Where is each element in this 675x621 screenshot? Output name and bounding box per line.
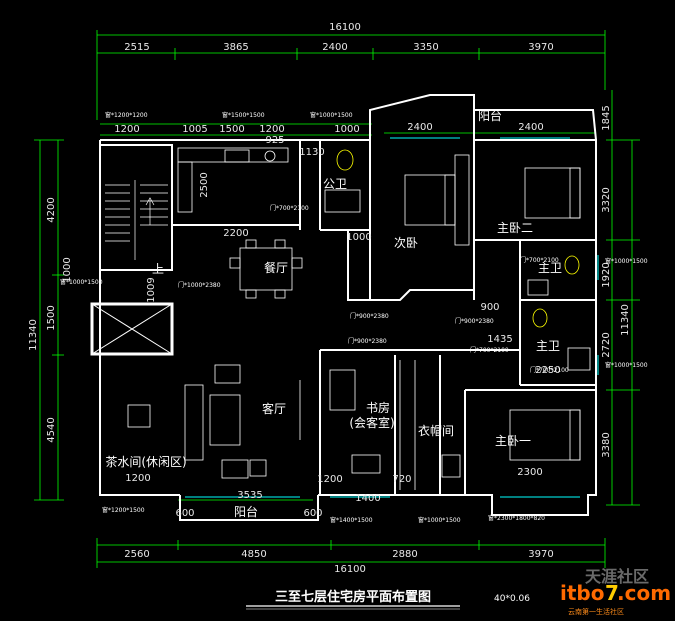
dim-int-10: 900 [480, 302, 499, 313]
room-master-bedroom-1: 主卧一 [495, 434, 531, 448]
dim-int-12: 2250 [535, 365, 560, 376]
dim-top-inner-2: 2400 [518, 122, 543, 133]
note-d-1000x2380: 门*1000*2380 [178, 281, 221, 289]
furniture [127, 147, 591, 490]
dim-top-inner-1: 2400 [407, 122, 432, 133]
note-w-2300x1800x820: 窗*2300*1800*820 [488, 514, 545, 522]
title-block: 三至七层住宅房平面布置图 40*0.06 [246, 589, 530, 610]
dim-top-3: 2400 [322, 42, 347, 53]
note-w-1500x1500: 窗*1500*1500 [222, 111, 265, 119]
dim-int-14: 1200 [125, 473, 150, 484]
watermark: 天涯社区 itbo 7 .com 云南第一生活社区 [560, 567, 671, 616]
note-d-900x2380-c: 门*900*2380 [348, 337, 387, 345]
room-tea-room: 茶水间(休闲区) [105, 454, 186, 469]
dim-top-2: 3865 [223, 42, 248, 53]
dim-int-7: 2500 [199, 172, 210, 197]
dim-right-5: 3380 [601, 432, 612, 457]
room-master-bedroom-2: 主卧二 [497, 221, 533, 235]
dim-bottom-2: 4850 [241, 549, 266, 560]
room-master-bath-b: 主卫 [536, 339, 560, 353]
room-balcony-bottom: 阳台 [234, 504, 258, 519]
dim-right-1: 1845 [601, 105, 612, 130]
drawing-scale: 40*0.06 [494, 594, 530, 604]
room-living: 客厅 [262, 401, 286, 416]
dim-top-4: 3350 [413, 42, 438, 53]
dimension-labels: 16100 2515 3865 2400 3350 3970 2400 2400… [28, 22, 631, 575]
staircase [105, 180, 168, 260]
room-study: 书房 [366, 400, 390, 415]
dim-bottom-inner-1: 3535 [237, 490, 262, 501]
dim-bottom-3: 2880 [392, 549, 417, 560]
note-w-1000x1500-left: 窗*1000*1500 [60, 278, 103, 286]
note-d-700x2100-b: 门*700*2100 [520, 256, 559, 264]
dim-bottom-total: 16100 [334, 564, 366, 575]
room-master-bath-a: 主卫 [538, 261, 562, 275]
dim-int-4: 1000 [334, 124, 359, 135]
dim-left-1: 4200 [46, 197, 57, 222]
dim-int-8: 1000 [346, 232, 371, 243]
dim-int-1: 1005 [182, 124, 207, 135]
dim-int-13: 2300 [517, 467, 542, 478]
dim-right-4: 2720 [601, 332, 612, 357]
room-dining: 餐厅 [264, 260, 288, 275]
dim-left-inner-1: 1000 [62, 257, 73, 282]
dim-int-15: 1200 [317, 474, 342, 485]
dim-int-6: 1130 [299, 147, 324, 158]
note-w-1000x1500-r1: 窗*1000*1500 [605, 257, 648, 265]
note-d-700x2100-a: 门*700*2100 [270, 204, 309, 212]
dim-int-9: 2200 [223, 228, 248, 239]
note-d-900x2380-a: 门*900*2380 [350, 312, 389, 320]
note-d-900x2380-b: 门*900*2380 [455, 317, 494, 325]
dim-int-19: 600 [303, 508, 322, 519]
dim-int-16: 1400 [355, 493, 380, 504]
note-w-1200x1200: 窗*1200*1200 [105, 111, 148, 119]
dim-right-total: 11340 [620, 304, 631, 336]
windows [185, 137, 599, 498]
logo-part-a: itbo [560, 581, 604, 605]
watermark-text: 天涯社区 [585, 567, 649, 586]
opening-notes: 窗*1200*1200 窗*1500*1500 窗*1000*1500 门*70… [60, 111, 648, 524]
drawing-title: 三至七层住宅房平面布置图 [275, 589, 431, 605]
logo-part-b: 7 [605, 581, 619, 605]
note-w-1000x1500-top: 窗*1000*1500 [310, 111, 353, 119]
dim-top-5: 3970 [528, 42, 553, 53]
room-up-stairs: 上 [152, 262, 164, 276]
dim-right-3: 1920 [601, 262, 612, 287]
room-balcony-top: 阳台 [478, 108, 502, 123]
note-w-1200x1500: 窗*1200*1500 [102, 506, 145, 514]
dim-top-total: 16100 [329, 22, 361, 33]
dim-int-21: 1200 [114, 124, 139, 135]
dim-bottom-1: 2560 [124, 549, 149, 560]
dim-bottom-4: 3970 [528, 549, 553, 560]
walls [90, 94, 597, 521]
dim-int-20: 1009 [146, 277, 157, 302]
room-secondary-bedroom: 次卧 [394, 236, 418, 250]
room-public-restroom: 公卫 [323, 177, 347, 191]
dim-int-5: 925 [265, 135, 284, 146]
logo-part-c: .com [617, 581, 671, 605]
room-study-sub: (会客室) [349, 415, 394, 430]
dim-int-11: 1435 [487, 334, 512, 345]
dim-left-total: 11340 [28, 319, 39, 351]
note-w-1400x1500: 窗*1400*1500 [330, 516, 373, 524]
note-w-1000x1500-b: 窗*1000*1500 [418, 516, 461, 524]
dim-int-17: 720 [392, 474, 411, 485]
note-w-1000x1500-r2: 窗*1000*1500 [605, 361, 648, 369]
dim-top-1: 2515 [124, 42, 149, 53]
room-labels: 阳台 公卫 次卧 主卧二 主卫 餐厅 上 主卫 客厅 书房 (会客室) 衣帽间 … [105, 108, 562, 519]
dim-left-2: 1500 [46, 305, 57, 330]
note-d-700x2100-d: 门*700*2100 [530, 366, 569, 374]
dim-right-2: 3320 [601, 187, 612, 212]
dim-int-2: 1500 [219, 124, 244, 135]
dim-left-3: 4540 [46, 417, 57, 442]
dim-int-18: 600 [175, 508, 194, 519]
note-d-700x2100-c: 门*700*2100 [470, 346, 509, 354]
dim-int-3: 1200 [259, 124, 284, 135]
dimension-lines [34, 30, 640, 568]
logo-subtitle: 云南第一生活社区 [568, 607, 624, 616]
room-cloakroom: 衣帽间 [418, 423, 454, 438]
